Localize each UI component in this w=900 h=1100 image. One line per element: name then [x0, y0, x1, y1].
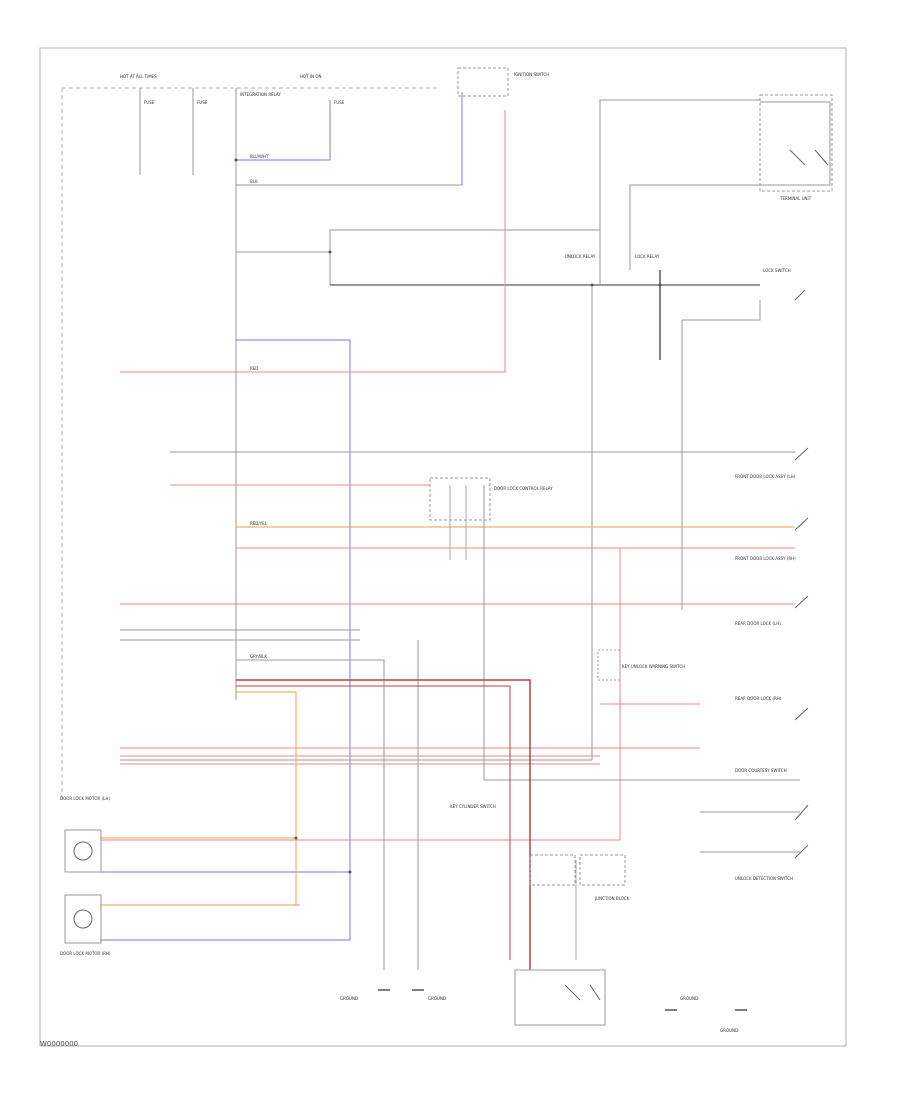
wire-tag: BLU/WHT [250, 154, 269, 159]
label-junction-block: JUNCTION BLOCK [594, 896, 630, 901]
label-ground-4: GROUND [720, 1028, 738, 1033]
switch-door-2 [794, 517, 809, 531]
switch-door-6 [794, 844, 809, 859]
switch-door-3 [794, 595, 809, 609]
wire-blue-top [236, 100, 331, 161]
switches [564, 149, 829, 1001]
switch-lock-1 [794, 289, 806, 301]
label-rear-door-lock-lh: REAR DOOR LOCK (LH) [735, 621, 781, 626]
splice-dot [658, 283, 662, 287]
label-lock-switch: LOCK SWITCH [763, 268, 791, 273]
label-motor-rh: DOOR LOCK MOTOR (RH) [60, 951, 111, 956]
label-integration-relay: INTEGRATION RELAY [240, 92, 281, 97]
terminal-unit-box [759, 94, 833, 192]
grounds [378, 989, 747, 1011]
wire-blk-rightframe [629, 101, 831, 270]
figure-code: W0000000 [40, 1040, 79, 1048]
label-fuse-2: FUSE [197, 100, 208, 105]
label-unlock-detection: UNLOCK DETECTION SWITCH [735, 876, 793, 881]
switch-door-5 [794, 804, 809, 821]
wire-dkred-690 [236, 685, 511, 960]
wire-tag: RED/YEL [250, 521, 268, 526]
label-rear-door-lock-rh: REAR DOOR LOCK (RH) [735, 696, 782, 701]
wire-tag: GRY/BLK [250, 654, 267, 659]
labels: HOT AT ALL TIMES HOT IN ON FUSE FUSE FUS… [60, 72, 812, 1033]
label-fuse-3: FUSE [334, 100, 345, 105]
splice-dot [294, 836, 298, 840]
wires [61, 87, 831, 970]
label-terminal-unit: TERMINAL UNIT [779, 196, 812, 201]
label-ground-1: GROUND [340, 996, 358, 1001]
label-fuse-1: FUSE [144, 100, 155, 105]
label-ground-3: GROUND [680, 996, 698, 1001]
wire-tag: BLK [250, 179, 258, 184]
label-key-cylinder: KEY CYLINDER SWITCH [450, 804, 496, 809]
label-ignition-switch: IGNITION SWITCH [514, 72, 549, 77]
junction-block-right [579, 854, 626, 886]
label-door-courtesy: DOOR COURTESY SWITCH [735, 768, 787, 773]
motor-lh-icon [73, 841, 93, 861]
door-lock-motor-lh-box [64, 829, 102, 873]
label-hot-in-on: HOT IN ON [300, 74, 321, 79]
small-connector-1 [597, 649, 621, 681]
label-front-door-lock-rh: FRONT DOOR LOCK ASSY (RH) [735, 556, 796, 561]
wire-blk-230 [329, 229, 601, 285]
splices [234, 158, 662, 874]
label-front-door-lock-lh: FRONT DOOR LOCK ASSY (LH) [735, 474, 796, 479]
switch-term-2 [814, 149, 829, 166]
label-door-lock-control-relay: DOOR LOCK CONTROL RELAY [494, 486, 553, 491]
switch-term-1 [789, 149, 806, 166]
motors [73, 841, 93, 929]
wire-orange-692 [100, 691, 297, 906]
label-ground-2: GROUND [428, 996, 446, 1001]
wire-blk-term [599, 99, 760, 230]
ignition-switch-box [457, 67, 509, 97]
diagram-border [39, 47, 847, 1047]
motor-rh-icon [73, 909, 93, 929]
wire-red-620v [100, 547, 621, 841]
wire-dkred-680 [236, 679, 531, 970]
splice-dot [348, 870, 352, 874]
switch-door-4 [794, 707, 809, 721]
junction-block-left [529, 854, 576, 886]
wire-blk-660h [236, 659, 385, 970]
label-lock-relay: LOCK RELAY [635, 254, 660, 259]
label-motor-lh: DOOR LOCK MOTOR (LH) [60, 796, 110, 801]
wire-tag: RED [250, 366, 258, 371]
switch-relay-1 [564, 984, 581, 1001]
relay-box [429, 477, 491, 521]
components [64, 67, 833, 1026]
lock-relay-box [514, 969, 606, 1026]
splice-dot [328, 250, 332, 254]
label-key-unlock-warning: KEY UNLOCK WARNING SWITCH [622, 664, 685, 669]
wire-red-ign [120, 110, 506, 373]
label-unlock-relay: UNLOCK RELAY [565, 254, 596, 259]
label-hot-at-all-times: HOT AT ALL TIMES [120, 74, 157, 79]
switch-door-1 [794, 447, 809, 461]
door-lock-motor-rh-box [64, 894, 102, 944]
switch-relay-2 [589, 984, 601, 1001]
splice-dot [590, 283, 594, 287]
splice-dot [234, 158, 238, 162]
wire-blk-682 [682, 300, 761, 321]
